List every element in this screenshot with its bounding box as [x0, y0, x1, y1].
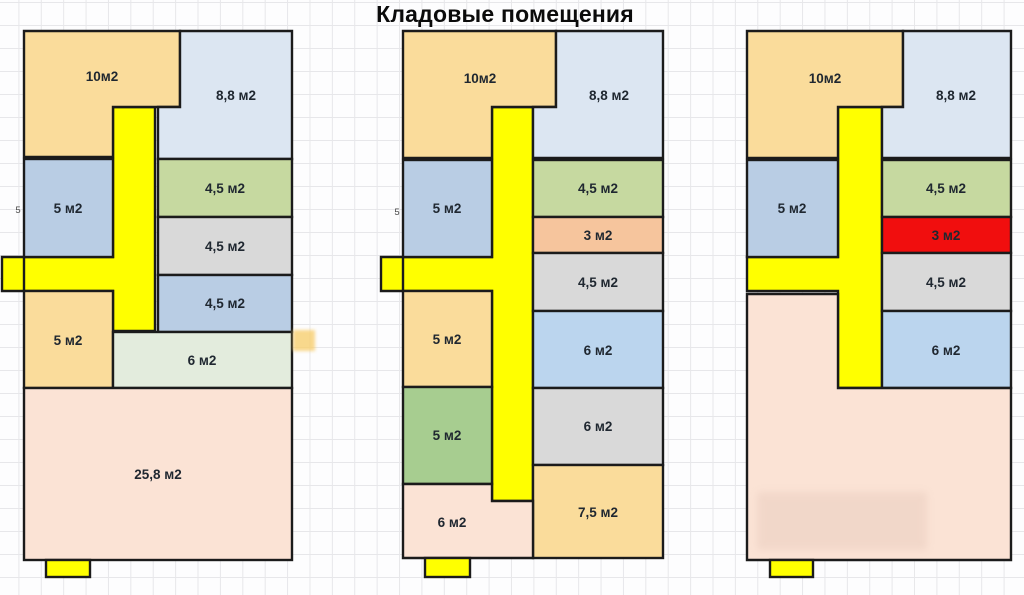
room-label: 8,8 м2	[936, 88, 976, 103]
room-8-8m2	[880, 29, 1013, 160]
room-label: 6 м2	[188, 353, 217, 368]
grid-row-note: 5	[394, 207, 399, 218]
room-label: 4,5 м2	[926, 181, 966, 196]
room-6m2-pink	[401, 482, 535, 560]
room-5m2	[22, 157, 115, 259]
room-label: 4,5 м2	[205, 239, 245, 254]
room-8-8m2	[531, 29, 665, 160]
room-label: 5 м2	[433, 332, 462, 347]
room-label: 5 м2	[433, 428, 462, 443]
room-label: 5 м2	[778, 201, 807, 216]
watermark	[757, 492, 927, 550]
room-label: 6 м2	[584, 419, 613, 434]
room-6m2-blue	[531, 309, 665, 390]
room-5m2	[401, 158, 494, 259]
page-title: Кладовые помещения	[376, 1, 634, 27]
room-7-5m2	[531, 463, 665, 560]
room-5m2-tan	[401, 289, 494, 389]
exit-stub	[423, 556, 472, 579]
floor-plan-2: 10м2 8,8 м2 5 м2 4,5 м2 3 м2 4,5 м2 6 м2…	[379, 29, 665, 579]
room-5m2	[745, 158, 840, 259]
exit-stub	[44, 558, 92, 579]
room-10m2	[22, 29, 182, 159]
room-label: 8,8 м2	[216, 88, 256, 103]
room-6m2-blue	[880, 309, 1013, 390]
room-label: 6 м2	[438, 515, 467, 530]
room-3m2-red	[880, 215, 1013, 255]
room-label: 5 м2	[54, 201, 83, 216]
room-label: 5 м2	[54, 333, 83, 348]
stray-highlight-cell	[293, 330, 315, 351]
room-4-5m2-green	[156, 157, 294, 219]
room-label: 7,5 м2	[578, 505, 618, 520]
room-4-5m2-green	[531, 158, 665, 219]
floor-plan-1: 10м2 8,8 м2 5 м2 4,5 м2 4,5 м2 4,5 м2 5 …	[0, 29, 294, 579]
room-label: 4,5 м2	[578, 181, 618, 196]
room-label: 25,8 м2	[134, 467, 182, 482]
room-label: 6 м2	[584, 343, 613, 358]
room-label: 4,5 м2	[205, 296, 245, 311]
room-5m2-green	[401, 385, 494, 486]
exit-stub	[768, 558, 815, 579]
floor-plan-3: 10м2 8,8 м2 5 м2 4,5 м2 3 м2 4,5 м2 6 м2	[745, 29, 1013, 579]
room-label: 4,5 м2	[205, 181, 245, 196]
room-label: 3 м2	[584, 228, 613, 243]
room-label: 8,8 м2	[589, 88, 629, 103]
room-label: 4,5 м2	[578, 275, 618, 290]
room-4-5m2-gray	[156, 215, 294, 277]
room-4-5m2-gray	[880, 251, 1013, 313]
room-4-5m2-gray	[531, 251, 665, 313]
room-label: 4,5 м2	[926, 275, 966, 290]
grid-row-note: 5	[15, 205, 20, 216]
room-label: 10м2	[809, 71, 842, 86]
room-3m2	[531, 215, 665, 255]
room-label: 10м2	[464, 71, 497, 86]
room-4-5m2-green	[880, 158, 1013, 219]
room-5m2-tan	[22, 289, 115, 390]
room-label: 6 м2	[932, 343, 961, 358]
room-25-8m2	[22, 386, 294, 562]
room-label: 3 м2	[932, 228, 961, 243]
room-label: 10м2	[86, 69, 119, 84]
room-6m2-gray	[531, 386, 665, 467]
room-label: 5 м2	[433, 201, 462, 216]
